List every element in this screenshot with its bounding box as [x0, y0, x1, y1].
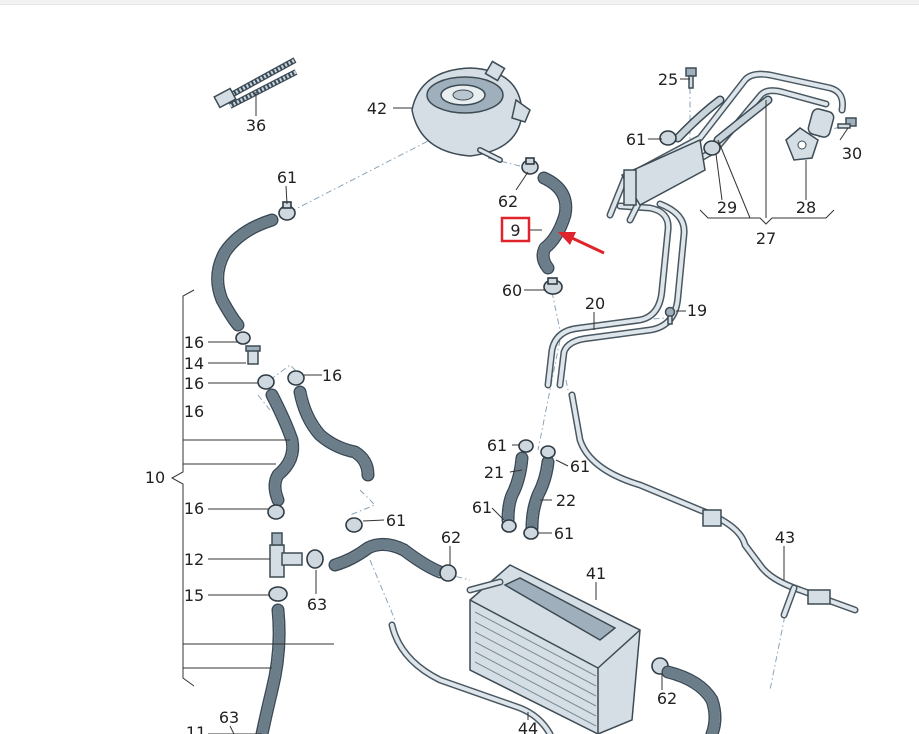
part-15-clamp[interactable]	[268, 586, 288, 602]
part-14-connector[interactable]	[245, 345, 261, 365]
lower-left-hose[interactable]	[255, 603, 286, 734]
label-16-e[interactable]: 16	[184, 499, 204, 518]
group-27-bracket	[699, 209, 835, 225]
label-61-c3[interactable]: 61	[472, 498, 492, 517]
part-60-clamp[interactable]	[543, 277, 563, 295]
label-12[interactable]: 12	[184, 550, 204, 569]
label-63-b[interactable]: 63	[219, 708, 239, 727]
label-60[interactable]: 60	[502, 281, 522, 300]
top-bar	[0, 0, 919, 5]
label-62-bottom[interactable]: 62	[657, 689, 677, 708]
label-29[interactable]: 29	[717, 198, 737, 217]
part-22-hose[interactable]	[525, 455, 555, 535]
label-36[interactable]: 36	[246, 116, 266, 135]
part-12-t-piece[interactable]	[269, 532, 303, 578]
label-62-mid[interactable]: 62	[441, 528, 461, 547]
part-30-bolt[interactable]	[837, 117, 857, 129]
label-61-c2[interactable]: 61	[570, 457, 590, 476]
label-63-a[interactable]: 63	[307, 595, 327, 614]
upper-left-hose[interactable]	[211, 213, 279, 332]
leader-lines	[208, 78, 849, 734]
part-16-clamp-b[interactable]	[257, 374, 275, 390]
label-22[interactable]: 22	[556, 491, 576, 510]
label-61-left-top[interactable]: 61	[277, 168, 297, 187]
label-10[interactable]: 10	[145, 468, 165, 487]
part-28-seal-flange[interactable]	[785, 127, 819, 161]
part-41-oil-cooler[interactable]	[466, 564, 641, 734]
part-29-clamp[interactable]	[703, 140, 721, 156]
part-20-coolant-pipes[interactable]	[544, 200, 688, 389]
part-43-coolant-pipe[interactable]	[568, 391, 859, 619]
part-16-clamp-a[interactable]	[235, 331, 251, 345]
part-61-clamp-mid[interactable]	[345, 517, 363, 533]
label-30[interactable]: 30	[842, 144, 862, 163]
part-63-clamp-a[interactable]	[306, 549, 324, 569]
part-61-clamps-center[interactable]	[501, 439, 556, 540]
highlight-arrow	[558, 232, 605, 255]
middle-left-hose-a[interactable]	[265, 388, 300, 507]
label-21[interactable]: 21	[484, 463, 504, 482]
label-15[interactable]: 15	[184, 586, 204, 605]
part-16-clamp-c[interactable]	[287, 370, 305, 386]
part-9-coolant-hose[interactable]	[536, 171, 573, 275]
label-16-c[interactable]: 16	[322, 366, 342, 385]
label-44[interactable]: 44	[518, 719, 538, 734]
label-28[interactable]: 28	[796, 198, 816, 217]
part-44-hose[interactable]	[388, 621, 554, 734]
middle-hose-to-cooler[interactable]	[328, 538, 447, 579]
label-27[interactable]: 27	[756, 229, 776, 248]
label-14[interactable]: 14	[184, 354, 204, 373]
lower-right-hose[interactable]	[661, 665, 722, 734]
label-11[interactable]: 11	[186, 723, 206, 734]
label-16-d[interactable]: 16	[184, 402, 204, 421]
part-16-clamp-e[interactable]	[267, 504, 285, 520]
label-41[interactable]: 41	[586, 564, 606, 583]
part-61-clamp-left-top[interactable]	[278, 201, 296, 221]
part-19-bolt[interactable]	[664, 306, 676, 325]
label-62-top[interactable]: 62	[498, 192, 518, 211]
part-62-clamp-top[interactable]	[521, 157, 539, 175]
label-61-top-right[interactable]: 61	[626, 130, 646, 149]
label-61-mid[interactable]: 61	[386, 511, 406, 530]
middle-left-hose-b[interactable]	[293, 385, 375, 482]
callout-labels: 36 42 25 61 30 29 28 27 61 62 9 60 20 19…	[145, 70, 862, 734]
label-16-b[interactable]: 16	[184, 374, 204, 393]
part-36-cable-ties[interactable]	[213, 57, 298, 109]
label-42[interactable]: 42	[367, 99, 387, 118]
part-25-bolt[interactable]	[685, 67, 697, 89]
part-9-highlight-box	[500, 216, 531, 243]
part-62-clamp-mid[interactable]	[439, 564, 457, 582]
part-21-hose[interactable]	[501, 451, 529, 527]
label-16-a[interactable]: 16	[184, 333, 204, 352]
part-61-clamp-top-right[interactable]	[659, 130, 677, 146]
label-61-c1[interactable]: 61	[487, 436, 507, 455]
group-10-bracket	[170, 289, 334, 687]
part-27-pipe-assembly[interactable]	[606, 70, 846, 224]
label-9[interactable]: 9	[510, 221, 520, 240]
label-20[interactable]: 20	[585, 294, 605, 313]
label-61-c4[interactable]: 61	[554, 524, 574, 543]
part-42-expansion-tank[interactable]	[411, 60, 531, 163]
label-25[interactable]: 25	[658, 70, 678, 89]
label-43[interactable]: 43	[775, 528, 795, 547]
label-19[interactable]: 19	[687, 301, 707, 320]
